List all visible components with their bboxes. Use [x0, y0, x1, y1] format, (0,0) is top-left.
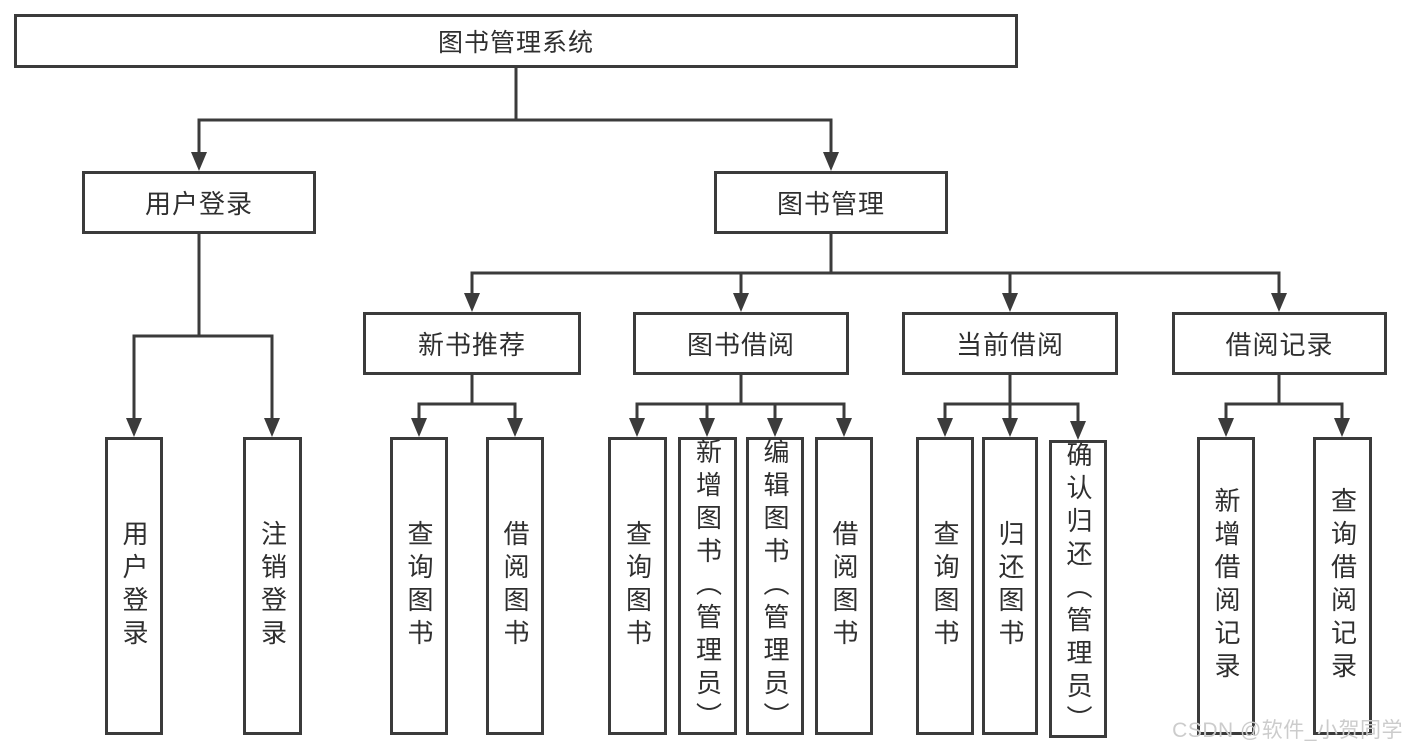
node-label: 确认归还（管理员） [1063, 440, 1093, 738]
connector-recommend-to-leaves [417, 375, 517, 420]
node-label: 用户登录 [119, 520, 149, 652]
node-module-new-book-recommend: 新书推荐 [363, 312, 581, 375]
node-label: 注销登录 [257, 520, 288, 652]
node-leaf-confirm-return-admin: 确认归还（管理员） [1049, 440, 1107, 738]
node-root-system: 图书管理系统 [14, 14, 1018, 68]
node-leaf-query-books-borrow: 查询图书 [608, 437, 667, 735]
node-leaf-return-books: 归还图书 [982, 437, 1038, 735]
node-leaf-query-borrow-record: 查询借阅记录 [1313, 437, 1372, 735]
node-label: 查询图书 [622, 520, 653, 652]
node-leaf-query-books-current: 查询图书 [916, 437, 974, 735]
connector-borrow-to-leaves [635, 375, 846, 420]
connector-root-to-branches [197, 68, 833, 154]
node-label: 新增借阅记录 [1211, 487, 1241, 685]
node-label: 新增图书（管理员） [692, 437, 723, 735]
connector-mgmt-to-modules [470, 234, 1281, 295]
node-leaf-add-borrow-record: 新增借阅记录 [1197, 437, 1255, 735]
connector-login-to-leaves [132, 234, 274, 420]
node-leaf-logout: 注销登录 [243, 437, 302, 735]
node-label: 借阅图书 [829, 520, 859, 652]
node-label: 查询借阅记录 [1327, 487, 1358, 685]
node-leaf-add-books-admin: 新增图书（管理员） [678, 437, 737, 735]
csdn-watermark: CSDN @软件_小贺同学 [1172, 719, 1403, 742]
node-leaf-query-books-recommend: 查询图书 [390, 437, 448, 735]
node-branch-book-management: 图书管理 [714, 171, 948, 234]
node-label: 编辑图书（管理员） [760, 437, 790, 735]
node-module-book-borrow: 图书借阅 [633, 312, 849, 375]
node-leaf-borrow-books-recommend: 借阅图书 [486, 437, 544, 735]
node-module-current-borrow: 当前借阅 [902, 312, 1118, 375]
arrowhead-icons [126, 152, 1350, 440]
node-leaf-edit-books-admin: 编辑图书（管理员） [746, 437, 804, 735]
connector-records-to-leaves [1224, 375, 1344, 420]
node-module-borrow-records: 借阅记录 [1172, 312, 1387, 375]
connector-current-to-leaves [943, 375, 1080, 423]
node-label: 归还图书 [995, 520, 1025, 652]
node-leaf-borrow-books: 借阅图书 [815, 437, 873, 735]
node-label: 查询图书 [930, 520, 960, 652]
node-label: 查询图书 [404, 520, 434, 652]
node-leaf-user-login: 用户登录 [105, 437, 163, 735]
node-label: 借阅图书 [500, 520, 530, 652]
node-branch-user-login: 用户登录 [82, 171, 316, 234]
